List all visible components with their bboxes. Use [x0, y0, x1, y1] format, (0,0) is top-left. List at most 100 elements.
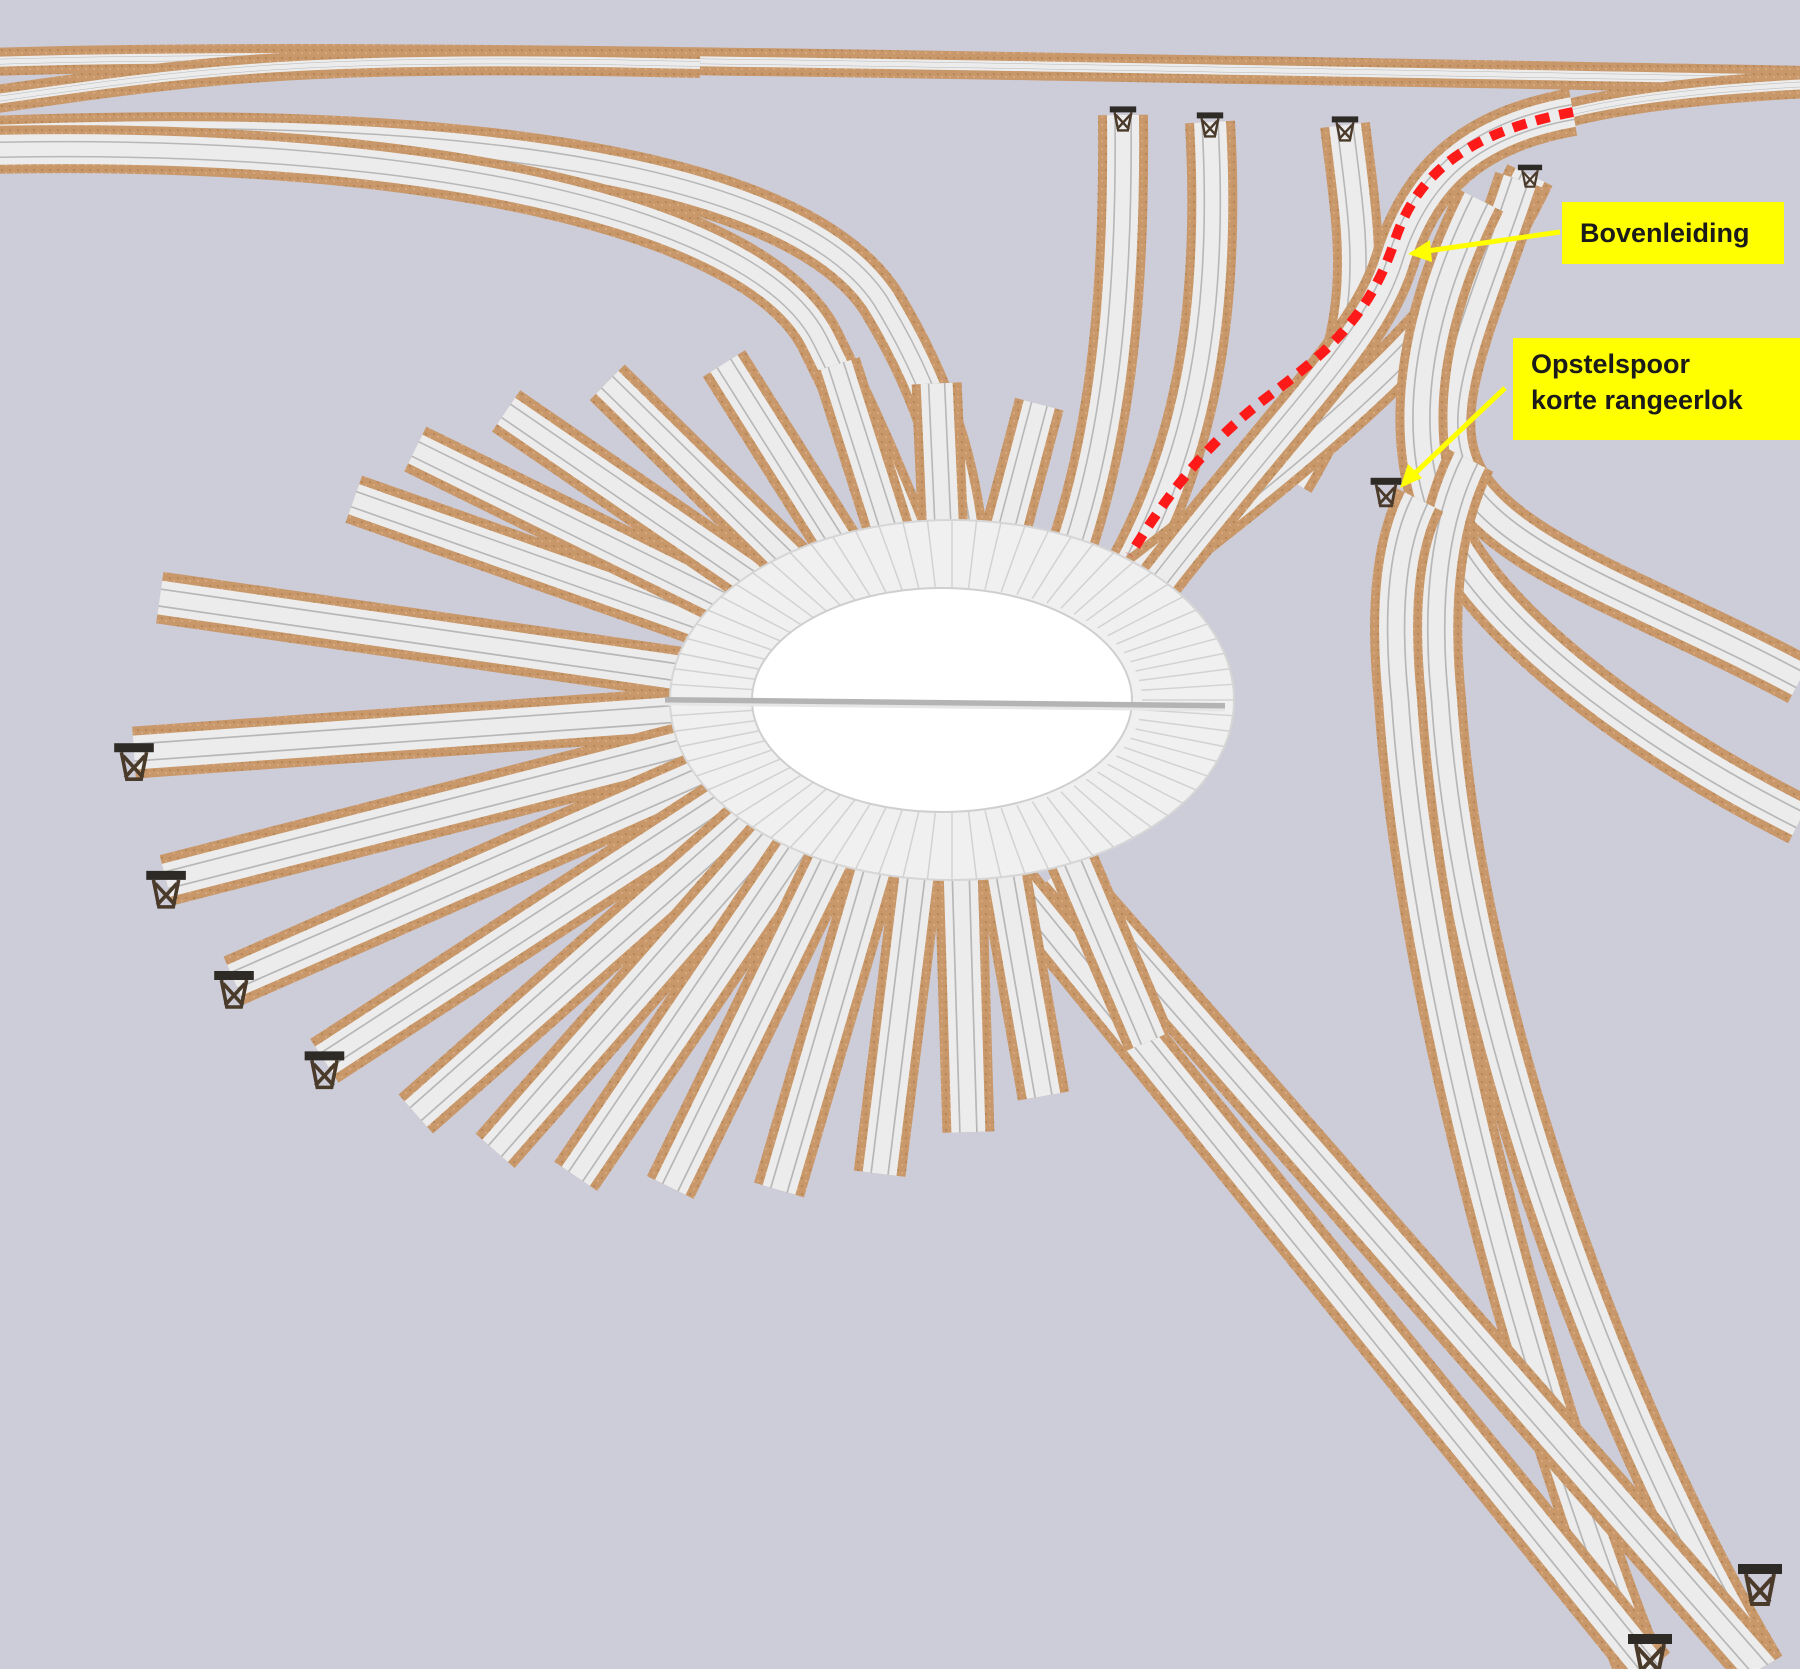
turntable-rail-segment [696, 746, 781, 777]
turntable-rail-segment [770, 561, 831, 615]
turntable-rail-segment [832, 536, 873, 599]
turntable-rail-segment [902, 522, 920, 590]
turntable-rail-segment [926, 520, 937, 589]
turntable-rail-segment [686, 637, 774, 663]
turntable-rail-segment [810, 543, 858, 604]
turntable-rail-segment [1116, 609, 1197, 645]
turntable [664, 519, 1235, 881]
radial-track [475, 792, 815, 1168]
turntable-rail-segment [1130, 637, 1218, 663]
buffer-stop [1196, 112, 1224, 138]
turntable-rail-segment [674, 667, 765, 682]
turntable-rail-segment [735, 583, 807, 629]
turntable-rail-segment [770, 785, 831, 839]
turntable-rail-segment [1031, 536, 1072, 599]
turntable-rail-segment [854, 530, 888, 596]
siding-label-line-1: Opstelspoor [1531, 349, 1691, 379]
turntable-rail-segment [671, 683, 763, 691]
turntable-rail-segment [902, 810, 920, 878]
radial-track [554, 806, 839, 1191]
turntable-rail-segment [1107, 596, 1184, 637]
radial-track [156, 571, 728, 705]
turntable-rail-segment [720, 596, 797, 637]
overhead-line-marker [1125, 107, 1574, 558]
turntable-rail-segment [789, 791, 844, 848]
buffer-stop [1628, 1634, 1672, 1669]
buffer-stop [1517, 164, 1543, 188]
turntable-rail-segment [1016, 530, 1050, 596]
arrowhead-overhead [1408, 240, 1432, 262]
turntable-bridge [664, 697, 1226, 709]
radial-track [159, 711, 736, 906]
radial-track-upper [491, 390, 796, 621]
turntable-rail-segment [984, 522, 1002, 590]
radial-track [974, 842, 1070, 1101]
right-track-3 [1410, 448, 1783, 1669]
turntable-rail-segment [1141, 683, 1233, 691]
turntable-rail-segment [967, 520, 978, 589]
arrow-overhead [1419, 229, 1561, 255]
buffer-stop [1331, 116, 1359, 142]
turntable-rail-segment [926, 811, 937, 880]
turntable-rail-segment [1123, 623, 1208, 654]
turntable-rail-segment [752, 778, 819, 828]
turntable-rail-segment [671, 709, 763, 717]
radial-track [310, 757, 772, 1083]
upper-track-1 [1036, 114, 1149, 589]
turntable-rail-segment [720, 763, 797, 804]
turntable-rail-segment [752, 572, 819, 622]
siding-label-line-2: korte rangeerlok [1531, 385, 1743, 415]
turntable-rail-segment [1135, 652, 1225, 672]
diagonal-track-2 [1040, 852, 1780, 1669]
turntable-rail-segment [707, 609, 788, 645]
turntable-rail-segment [1139, 718, 1230, 733]
turntable-rail-segment [1060, 791, 1115, 848]
turntable-rail-segment [1107, 763, 1184, 804]
turntable-rail-segment [1060, 552, 1115, 609]
radial-track [934, 849, 995, 1133]
turntable-rail-segment [1046, 796, 1094, 857]
turntable-rail-segment [1123, 746, 1208, 777]
turntable-rail-segment [679, 652, 769, 672]
turntable-rail-segment [1116, 755, 1197, 791]
upper-track-2 [1098, 120, 1238, 598]
turntable-rail-segment [1031, 801, 1072, 864]
turntable-rail-segment [696, 623, 781, 654]
turntable-rail-segment [789, 552, 844, 609]
turntable-rail-segment [1073, 785, 1134, 839]
buffer-stop [214, 970, 254, 1009]
turntable-rail-segment [679, 728, 769, 748]
radial-track-upper [702, 350, 873, 579]
turntable-rail-segment [1085, 572, 1152, 622]
radial-track-upper [589, 364, 828, 600]
radial-track [132, 684, 725, 779]
turntable-rail-segment [967, 811, 978, 880]
siding-label: Opstelspoor korte rangeerlok [1513, 338, 1800, 440]
turntable-rail-segment [878, 525, 904, 593]
buffer-stop [304, 1051, 345, 1090]
turntable-rail-segment [1097, 583, 1169, 629]
turntable-rail-segment [1000, 525, 1026, 593]
turntable-rail-segment [1085, 778, 1152, 828]
turntable-rail-segment [686, 737, 774, 763]
turntable-rail-segment [1016, 804, 1050, 870]
turntable-rail-segment [854, 804, 888, 870]
turntable-rail-segment [984, 810, 1002, 878]
turntable-rail-segment [1073, 561, 1134, 615]
turntable-rail-segment [1139, 667, 1230, 682]
track-network [0, 44, 1800, 1669]
radial-track-upper [345, 475, 752, 661]
turntable-rail-segment [878, 807, 904, 875]
radial-track [1036, 822, 1174, 1052]
callout-arrows [1400, 229, 1561, 488]
turntable-rail-segment [1097, 771, 1169, 817]
turntable-rail-segment [1000, 807, 1026, 875]
buffer-stops [114, 106, 1782, 1669]
arrow-siding [1408, 386, 1507, 480]
turntable-rail-segment [832, 801, 873, 864]
main-line-branch [0, 47, 701, 113]
turntable-rail-segment [1130, 737, 1218, 763]
overhead-line-label: Bovenleiding [1562, 202, 1784, 264]
buffer-stop [114, 743, 154, 782]
